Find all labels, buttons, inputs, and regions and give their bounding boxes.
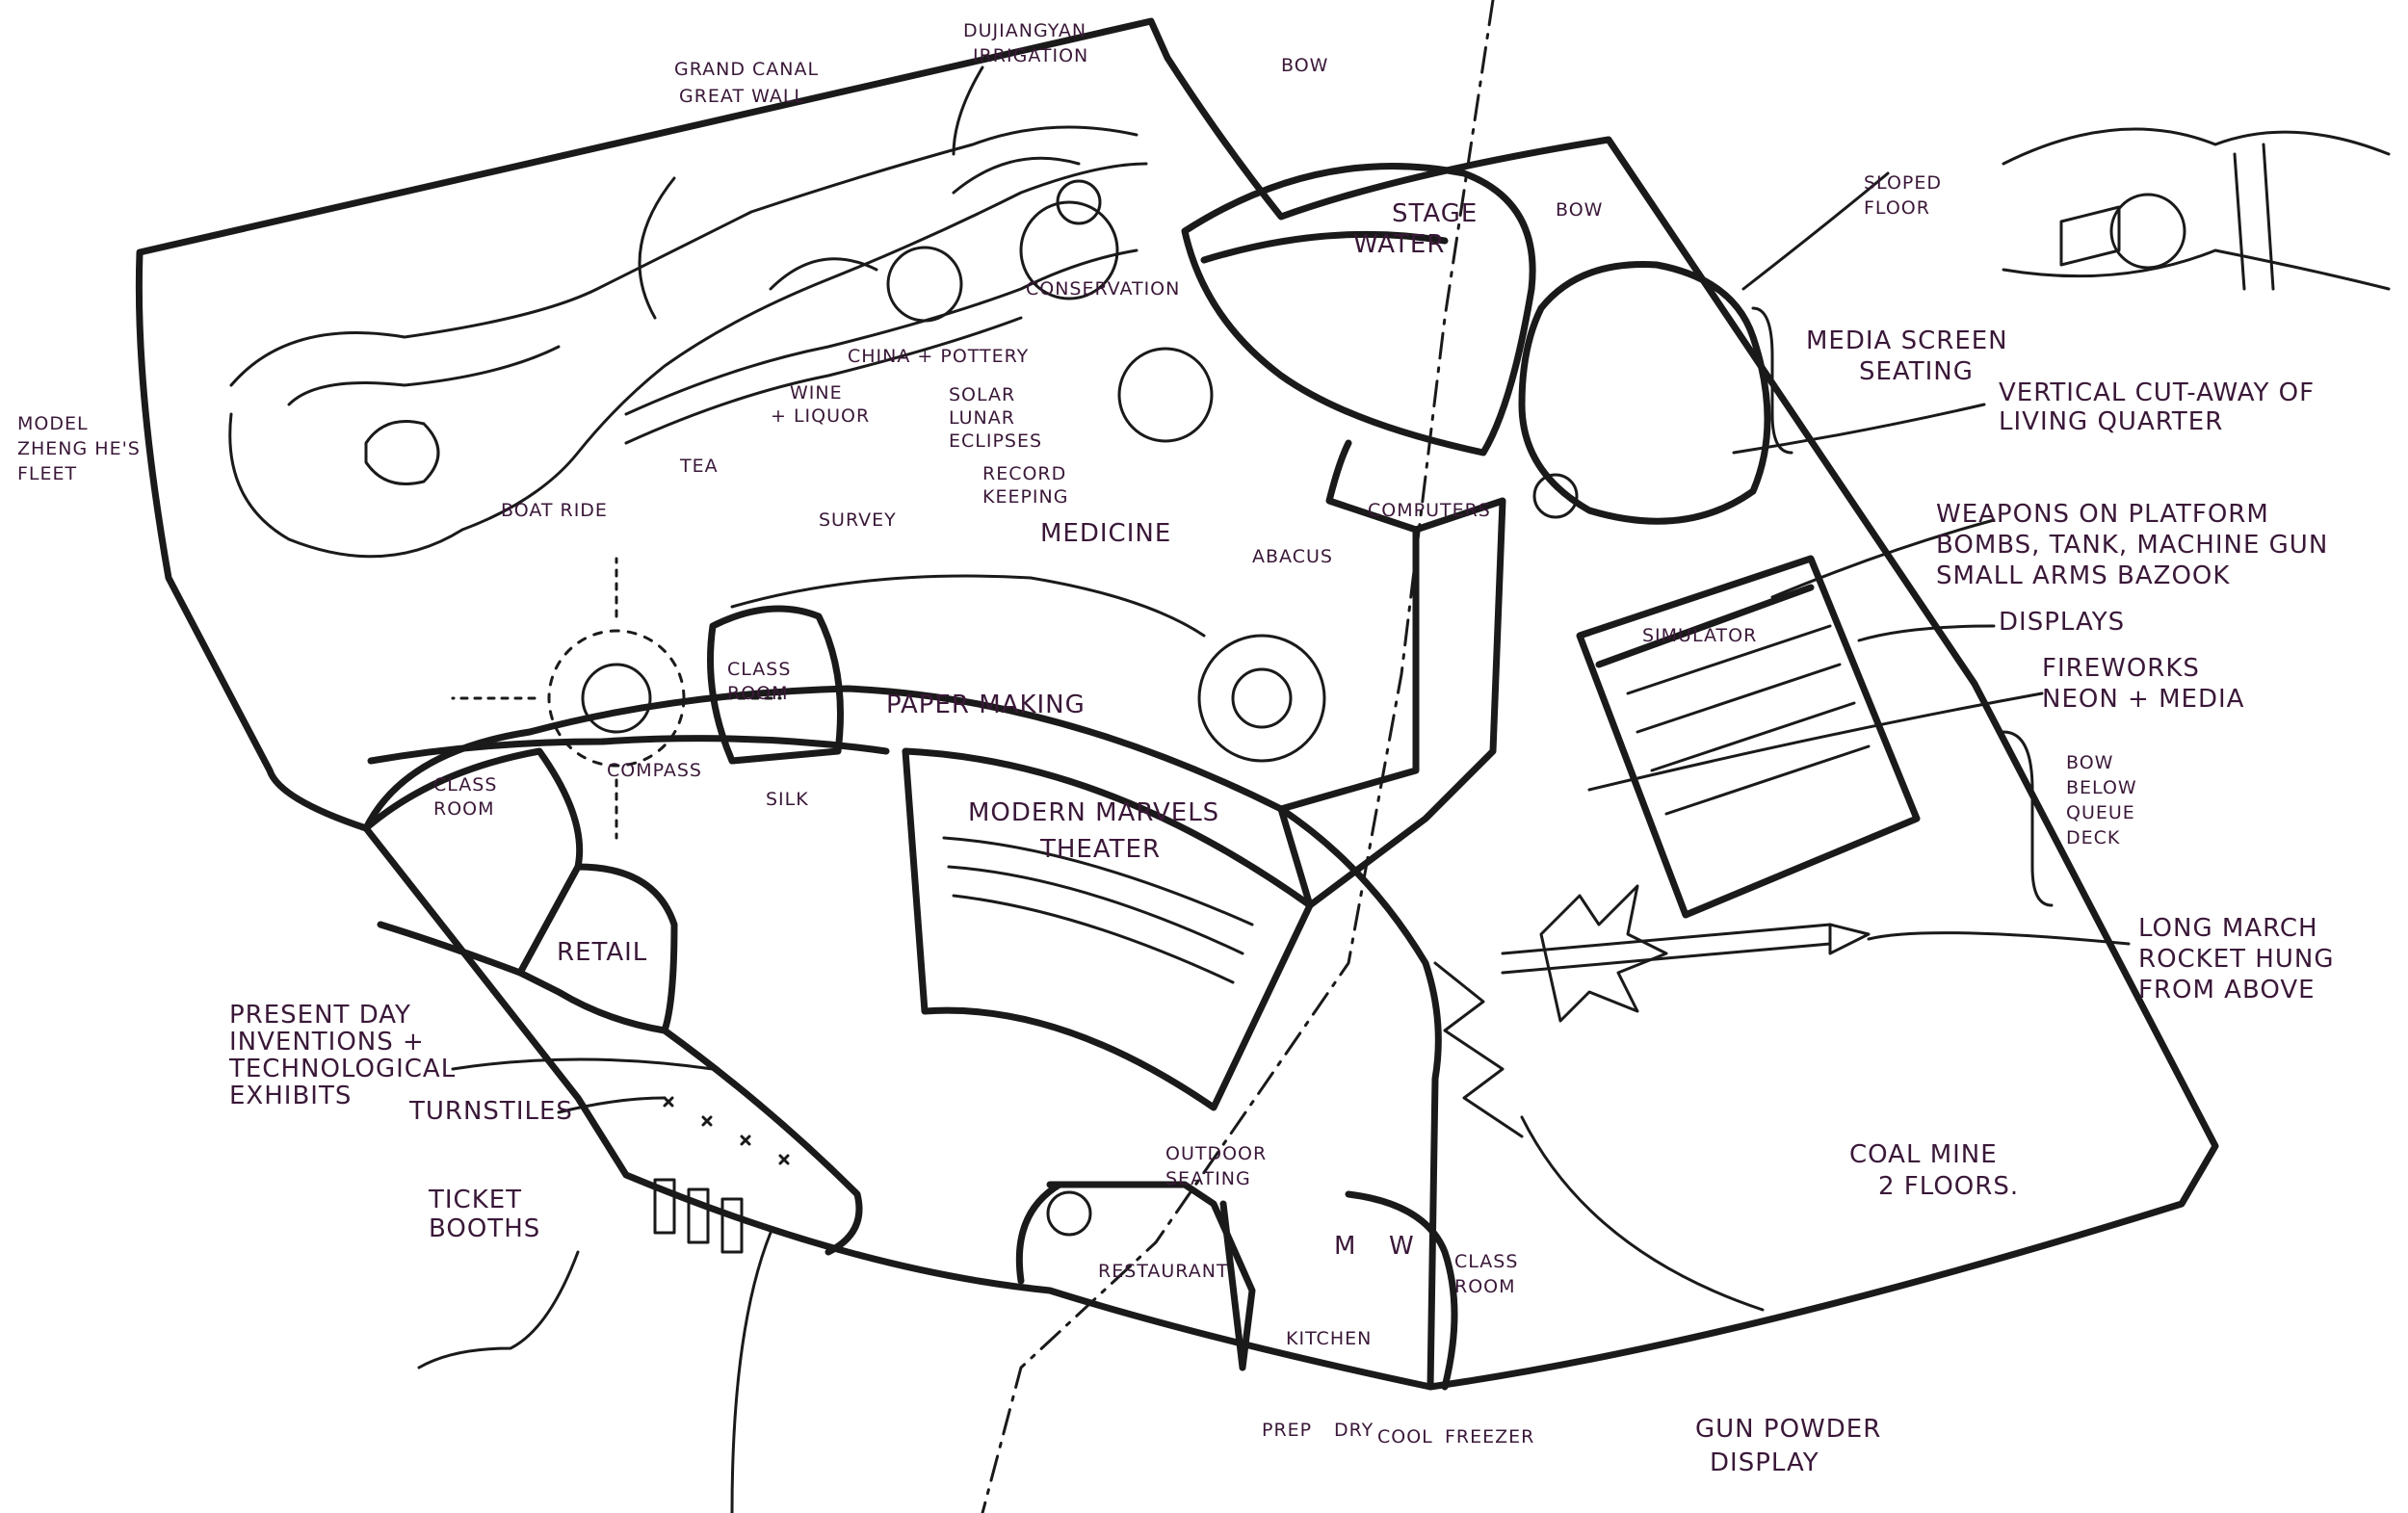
label-restaurant: RESTAURANT [1098,1261,1229,1282]
label-class-room-b1: CLASS [433,774,498,796]
label-model-2: ZHENG HE'S [17,438,141,459]
label-silk: SILK [766,789,809,810]
label-seating: SEATING [1859,357,1974,386]
label-conservation: CONSERVATION [1026,278,1181,300]
label-media-screen: MEDIA SCREEN [1806,326,2008,355]
label-women: W [1389,1232,1415,1261]
label-solar-2: LUNAR [949,407,1015,429]
label-coal-1: COAL MINE [1849,1140,1998,1169]
label-class-room-a2: ROOM [727,683,789,704]
label-bow-right: BOW [1556,199,1604,221]
label-outdoor-1: OUTDOOR [1165,1143,1268,1164]
site-outline [135,17,2219,1391]
sketch-details [228,65,2391,1513]
label-abacus: ABACUS [1252,546,1333,567]
label-class-room-c2: ROOM [1454,1276,1516,1297]
label-turnstiles: TURNSTILES [409,1097,573,1126]
label-compass: COMPASS [607,760,702,781]
label-present-1: PRESENT DAY [229,1001,411,1030]
label-record-2: KEEPING [982,486,1069,508]
label-long-march-2: ROCKET HUNG [2138,945,2335,974]
label-computers: COMPUTERS [1368,500,1491,521]
label-sloped-floor-1: SLOPED [1864,172,1943,194]
label-long-march-3: FROM ABOVE [2138,976,2316,1004]
label-survey: SURVEY [819,509,897,531]
label-bow-top: BOW [1281,55,1329,76]
label-gun-2: DISPLAY [1710,1448,1819,1477]
label-irrigation: IRRIGATION [973,45,1089,66]
label-modern-marvels-1: MODERN MARVELS [968,798,1220,827]
label-present-2: INVENTIONS + [229,1028,425,1056]
label-simulator: SIMULATOR [1642,625,1758,646]
label-bow-below-2: BELOW [2066,777,2137,798]
label-gun-1: GUN POWDER [1695,1415,1882,1444]
label-model-3: FLEET [17,463,78,484]
label-grand-canal: GRAND CANAL [674,59,820,80]
label-vertical-2: LIVING QUARTER [1999,407,2224,436]
label-fireworks-2: NEON + MEDIA [2042,685,2245,714]
label-weapons-2: BOMBS, TANK, MACHINE GUN [1936,531,2329,560]
label-weapons-3: SMALL ARMS BAZOOK [1936,561,2231,590]
label-vertical-1: VERTICAL CUT-AWAY OF [1999,378,2316,407]
label-class-room-a1: CLASS [727,659,792,680]
label-freezer: FREEZER [1445,1426,1535,1448]
label-bow-below-1: BOW [2066,752,2114,773]
label-fireworks-1: FIREWORKS [2042,654,2200,683]
label-class-room-c1: CLASS [1454,1251,1519,1272]
label-solar-1: SOLAR [949,384,1016,405]
label-wine-1: WINE [790,382,843,404]
label-dry: DRY [1334,1420,1374,1441]
label-kitchen: KITCHEN [1286,1328,1373,1349]
label-bow-below-4: DECK [2066,827,2121,848]
label-tea: TEA [680,456,719,477]
label-bow-below-3: QUEUE [2066,802,2135,823]
label-long-march-1: LONG MARCH [2138,914,2318,943]
label-displays: DISPLAYS [1999,608,2126,637]
label-present-3: TECHNOLOGICAL [229,1055,457,1083]
label-class-room-b2: ROOM [433,798,495,820]
label-medicine: MEDICINE [1040,519,1172,548]
label-ticket-1: TICKET [429,1186,523,1214]
label-men: M [1334,1232,1357,1261]
label-water: WATER [1353,230,1446,259]
axis-line [981,0,1495,1513]
label-paper-making: PAPER MAKING [886,691,1086,719]
label-stage: STAGE [1392,199,1479,228]
label-coal-2: 2 FLOORS. [1878,1172,2020,1201]
label-solar-3: ECLIPSES [949,430,1043,452]
label-wine-2: + LIQUOR [771,405,871,427]
label-prep: PREP [1262,1420,1313,1441]
label-china-pottery: CHINA + POTTERY [848,346,1030,367]
label-present-4: EXHIBITS [229,1082,353,1110]
label-cool: COOL [1377,1426,1433,1448]
label-modern-marvels-2: THEATER [1040,835,1162,864]
label-dujiangyan: DUJIANGYAN [963,20,1087,41]
label-great-wall: GREAT WALL [679,86,806,107]
label-sloped-floor-2: FLOOR [1864,197,1930,219]
label-model-1: MODEL [17,413,89,434]
label-outdoor-2: SEATING [1165,1168,1251,1189]
label-ticket-2: BOOTHS [429,1214,541,1243]
label-weapons-1: WEAPONS ON PLATFORM [1936,500,2269,529]
interior-walls [362,163,1921,1391]
label-retail: RETAIL [557,938,648,967]
label-boat-ride: BOAT RIDE [501,500,608,521]
label-record-1: RECORD [982,463,1067,484]
